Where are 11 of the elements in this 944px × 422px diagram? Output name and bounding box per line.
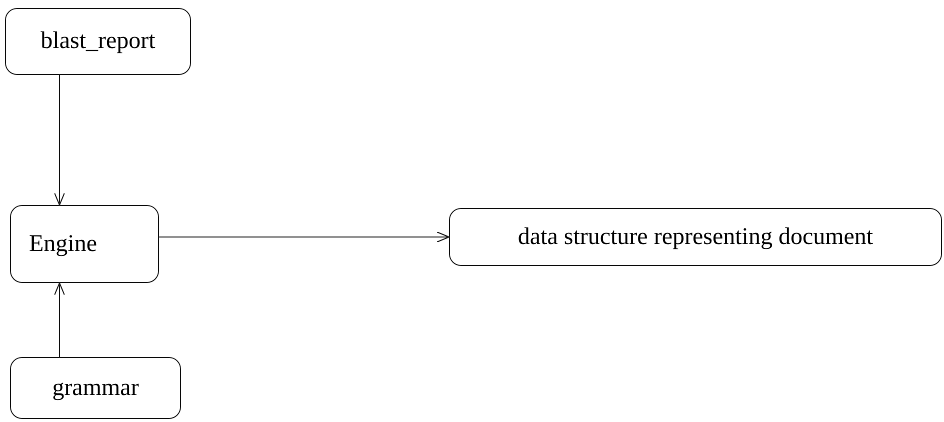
arrow xyxy=(54,282,66,357)
arrow xyxy=(159,231,450,243)
rounded-box xyxy=(449,208,942,266)
arrow xyxy=(54,75,66,206)
node-label: grammar xyxy=(52,374,139,402)
node-label: blast_report xyxy=(40,28,156,55)
node-label: Engine xyxy=(29,230,97,258)
rounded-box xyxy=(10,357,181,419)
rounded-box xyxy=(5,8,191,75)
rounded-box xyxy=(10,205,159,283)
node-label: data structure representing document xyxy=(518,224,874,250)
